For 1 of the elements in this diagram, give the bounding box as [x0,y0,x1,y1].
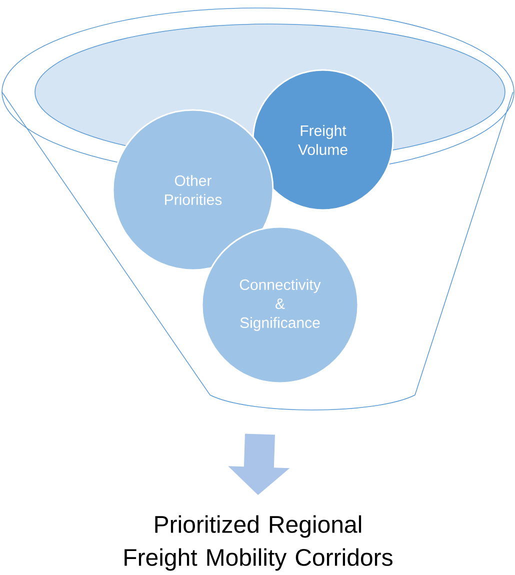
result-text: Prioritized Regional Freight Mobility Corridors [124,515,392,571]
